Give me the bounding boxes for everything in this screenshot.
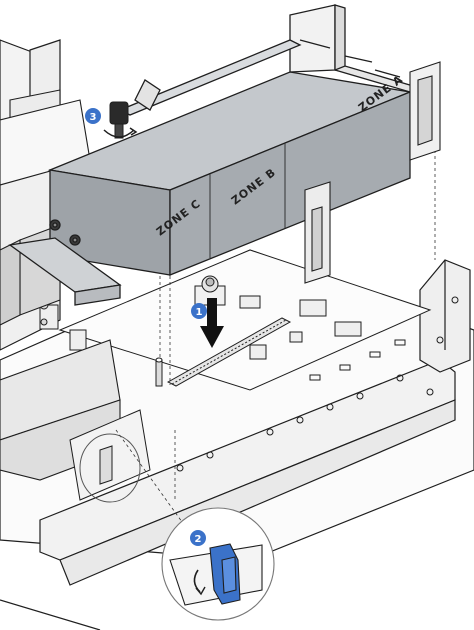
latch-area [69, 409, 151, 503]
callout-2: 2 [190, 530, 206, 546]
blue-retention-latch [161, 507, 275, 621]
rear-bracket [304, 61, 441, 284]
callout-1-number: 1 [196, 307, 203, 318]
left-air-duct [0, 89, 121, 481]
front-wall-holes [176, 296, 459, 472]
motherboard [39, 249, 432, 391]
insert-arrow [200, 298, 224, 348]
callout-3: 3 [85, 108, 101, 124]
callout-1: 1 [191, 303, 207, 319]
alignment-lines [115, 150, 436, 541]
captive-thumbscrew [103, 101, 138, 139]
callout-3-number: 3 [90, 112, 97, 123]
riser-cage [8, 4, 422, 306]
callout-2-number: 2 [195, 534, 202, 545]
